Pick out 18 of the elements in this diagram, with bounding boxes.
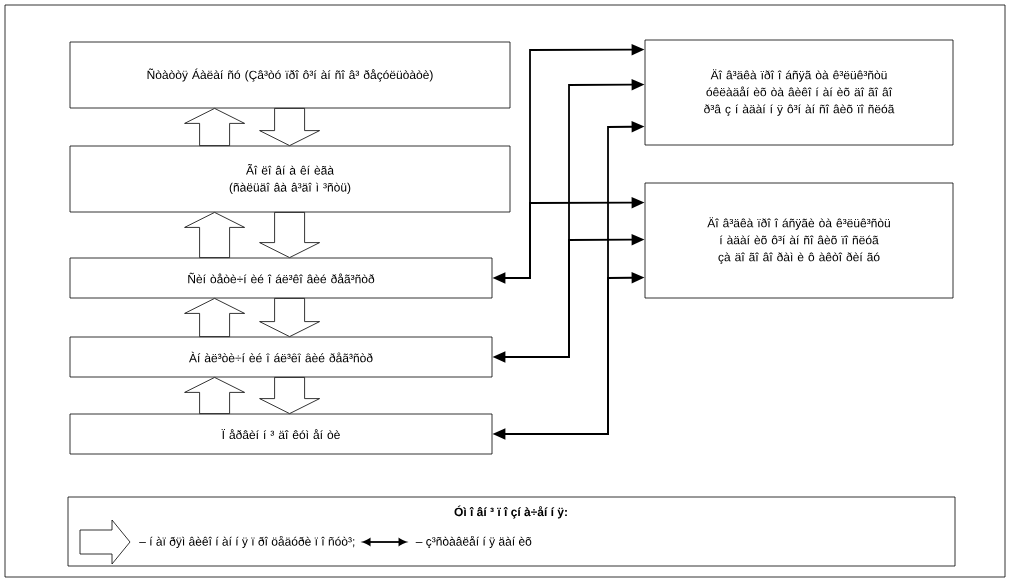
block-arrow (259, 377, 320, 414)
legend-text: – ç³ñòàâëåí í ÿ äàí èõ (415, 535, 532, 549)
legend-title: Óì î âí ³ ï î çí à÷åí í ÿ: (454, 505, 567, 519)
block-arrow (184, 298, 245, 337)
process-box: Äî â³äêà ïðî î áñÿãè òà ê³ëüê³ñòü í àäàí èõ ô³í àí ñî âèõ ïî ñëóã çà äî ãî âî ðàì è ô àêòî ðèí ãó (644, 182, 954, 299)
process-box: Ñèí òåòè÷í èé î áë³êî âèé ðåã³ñòð (69, 257, 493, 299)
block-arrow (259, 212, 320, 258)
block-arrow (184, 108, 245, 146)
process-box: Ï åðâèí í ³ äî êóì åí òè (69, 413, 493, 455)
process-box: Ãî ëî âí à êí èãà (ñàëüäî âà â³äî ì ³ñòü) (69, 145, 511, 213)
process-box: Àí àë³òè÷í èé î áë³êî âèé ðåã³ñòð (69, 336, 493, 378)
process-box: Ñòàòòÿ Áàëàí ñó (Çâ³òó ïðî ô³í àí ñî â³ ðåçóëüòàòè) (69, 41, 511, 109)
block-arrow (259, 108, 320, 146)
process-box: Äî â³äêà ïðî î áñÿã òà ê³ëüê³ñòü óêëàäåí èõ òà âèêî í àí èõ äî ãî âî ð³â ç í àäàí í ÿ ô³í àí ñî âèõ ïî ñëóã (644, 39, 954, 146)
block-arrow (184, 377, 245, 414)
block-arrow (184, 212, 245, 258)
block-arrow (259, 298, 320, 337)
legend-text: – í àï ðÿì âèêî í àí í ÿ ï ðî öåäóðè ï î ñóò³; (139, 535, 355, 549)
